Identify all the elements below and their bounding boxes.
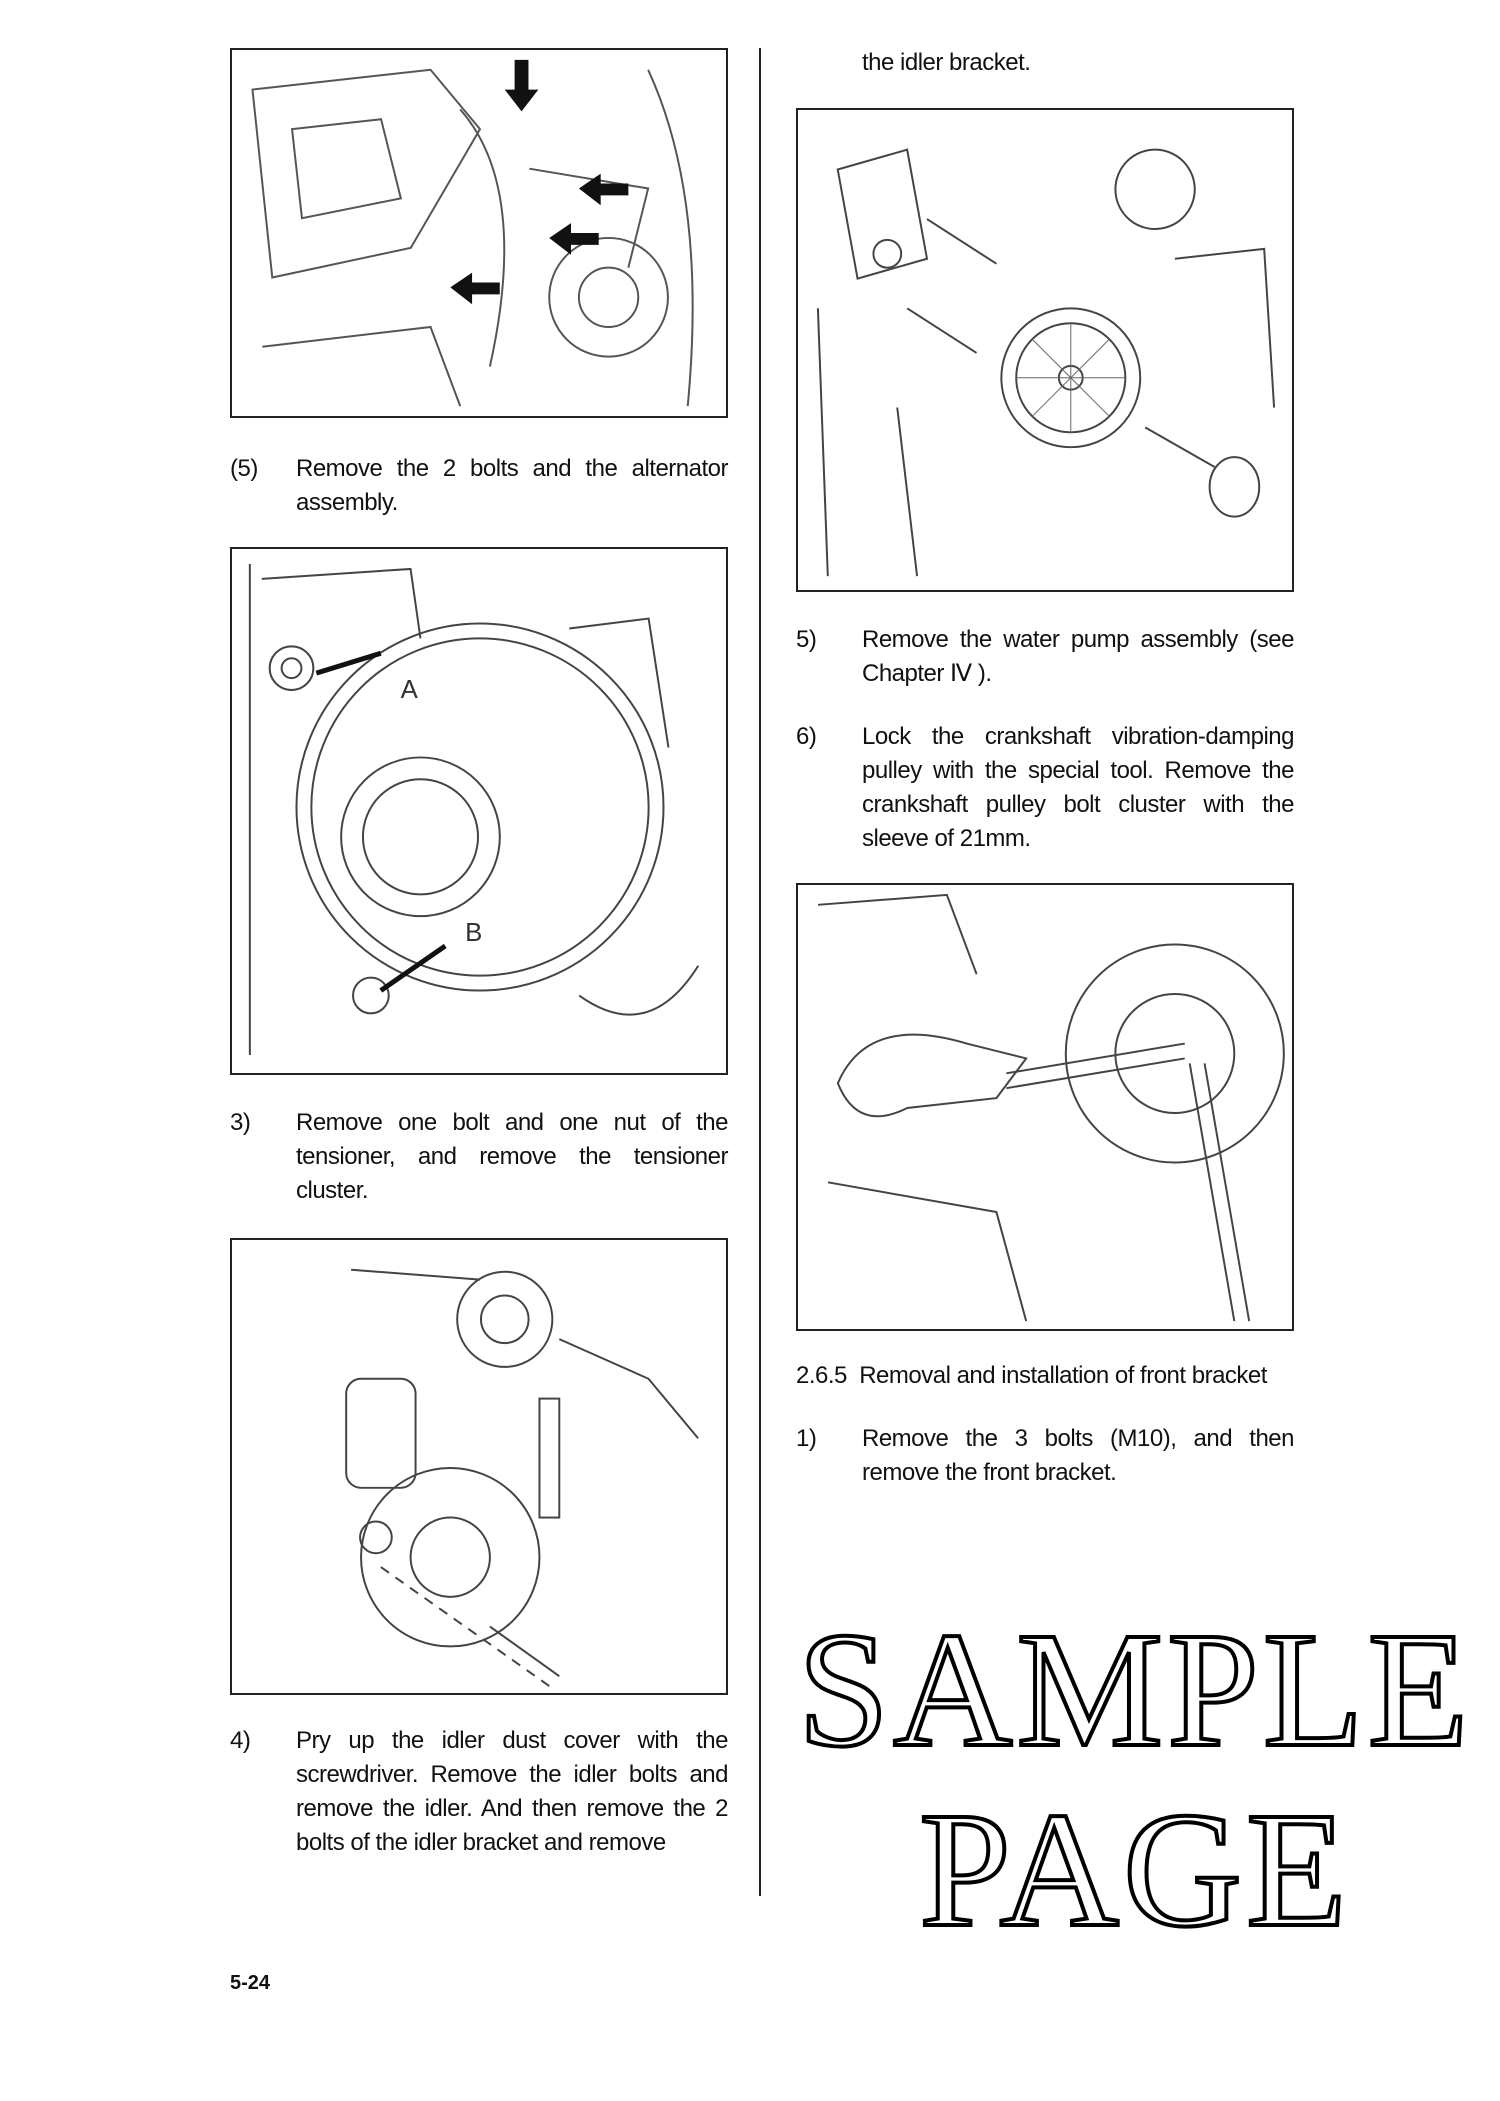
label-a: A <box>401 676 419 704</box>
step-remove-alternator: (5) Remove the 2 bolts and the alternato… <box>230 452 729 520</box>
step-number: (5) <box>230 455 258 482</box>
step-text: Remove one bolt and one nut of the tensi… <box>296 1109 729 1204</box>
step-number: 5) <box>796 626 817 653</box>
step-text: Remove the water pump assembly (see Chap… <box>862 626 1295 687</box>
step-remove-idler: 4) Pry up the idler dust cover with the … <box>230 1724 729 1860</box>
step-text: Lock the crankshaft vibration-damping pu… <box>862 723 1295 852</box>
engine-illustration <box>251 59 694 407</box>
step-remove-tensioner: 3) Remove one bolt and one nut of the te… <box>230 1106 729 1208</box>
figure-idler-bracket <box>796 108 1294 592</box>
idler-illustration <box>345 1268 699 1687</box>
figure-alternator-bolts <box>230 48 728 418</box>
step-text: Pry up the idler dust cover with the scr… <box>296 1727 729 1856</box>
step-number: 3) <box>230 1109 251 1136</box>
step-number: 6) <box>796 723 817 750</box>
section-heading: 2.6.5 Removal and installation of front … <box>796 1362 1267 1389</box>
step-number: 4) <box>230 1727 251 1754</box>
sample-page-watermark: SAMPLE PAGE <box>796 1598 1473 1962</box>
step-number: 1) <box>796 1425 817 1452</box>
tensioner-illustration: A B <box>248 563 700 1056</box>
figure-tensioner: A B <box>230 547 728 1075</box>
figure-idler <box>230 1238 728 1695</box>
step-text: Remove the 3 bolts (M10), and then remov… <box>862 1425 1295 1486</box>
column-divider <box>759 48 761 1896</box>
page-number: 5-24 <box>230 1972 271 1994</box>
step-text: Remove the 2 bolts and the alternator as… <box>296 455 729 516</box>
step-remove-front-bracket: 1) Remove the 3 bolts (M10), and then re… <box>796 1422 1295 1490</box>
idler-bracket-illustration <box>816 148 1276 577</box>
step-lock-crankshaft: 6) Lock the crankshaft vibration-damping… <box>796 720 1295 856</box>
figure-crankshaft-tool <box>796 883 1294 1331</box>
step-text: the idler bracket. <box>862 49 1031 76</box>
step-remove-water-pump: 5) Remove the water pump assembly (see C… <box>796 623 1295 691</box>
label-b: B <box>465 919 482 947</box>
continuation-text: the idler bracket. <box>796 46 1294 80</box>
crankshaft-tool-illustration <box>817 893 1285 1322</box>
